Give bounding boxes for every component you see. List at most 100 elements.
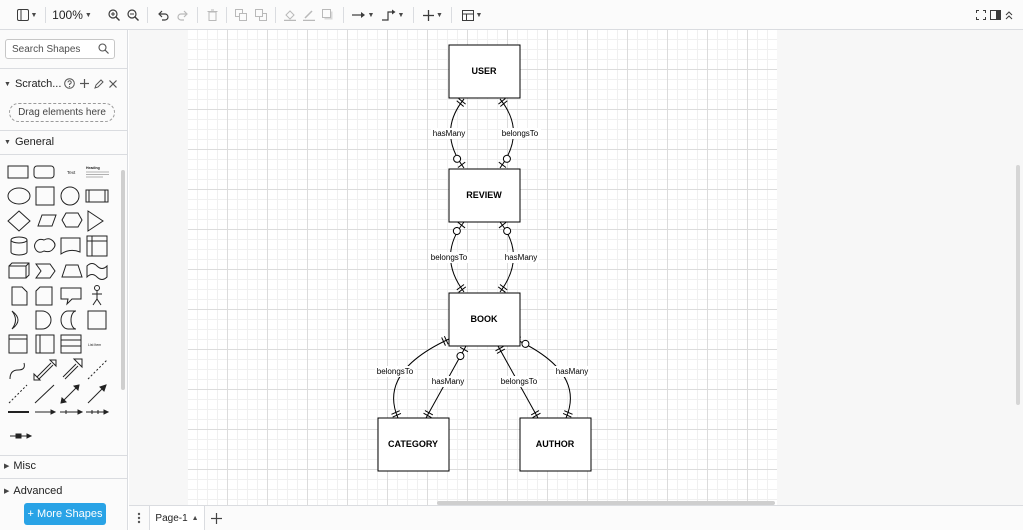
shape-directional-connector[interactable] bbox=[87, 384, 107, 404]
shape-heading[interactable]: Heading bbox=[86, 166, 109, 178]
connection-dropdown[interactable]: ▼ bbox=[350, 5, 376, 25]
shape-parallelogram[interactable] bbox=[37, 214, 57, 227]
shape-bidirectional-connector[interactable] bbox=[60, 384, 80, 404]
add-icon[interactable] bbox=[80, 79, 89, 88]
redo-button[interactable] bbox=[175, 5, 191, 25]
shape-text[interactable]: Text bbox=[67, 170, 76, 175]
edge-label-user-review-right[interactable]: belongsTo bbox=[501, 128, 541, 139]
collapse-toolbar-button[interactable] bbox=[1003, 5, 1015, 25]
sidebar-scrollbar[interactable] bbox=[121, 170, 125, 390]
shape-rectangle[interactable] bbox=[7, 165, 29, 179]
more-shapes-button[interactable]: + More Shapes bbox=[24, 503, 106, 525]
to-back-button[interactable] bbox=[253, 5, 269, 25]
toggle-panel-button[interactable] bbox=[988, 5, 1002, 25]
delete-button[interactable] bbox=[204, 5, 220, 25]
edit-icon[interactable] bbox=[94, 78, 104, 89]
shape-delay[interactable] bbox=[35, 310, 52, 330]
shape-dashed-line[interactable] bbox=[87, 359, 108, 380]
shape-curve[interactable] bbox=[9, 362, 25, 380]
shape-process[interactable] bbox=[85, 189, 109, 203]
help-icon[interactable] bbox=[64, 78, 75, 89]
waypoints-dropdown[interactable]: ▼ bbox=[380, 5, 406, 25]
edge-label-book-author-inner[interactable]: belongsTo bbox=[499, 376, 539, 387]
zoom-in-button[interactable] bbox=[106, 5, 122, 25]
shape-note[interactable] bbox=[11, 286, 28, 306]
shape-dotted-line[interactable] bbox=[8, 384, 28, 404]
chevron-down-icon: ▼ bbox=[367, 11, 375, 19]
misc-section-header[interactable]: ▶ Misc bbox=[4, 460, 36, 472]
canvas-vertical-scrollbar[interactable] bbox=[1016, 165, 1020, 405]
diagram-canvas[interactable]: hasMany belongsTo belongsTo hasMany belo… bbox=[129, 30, 1023, 505]
shape-list[interactable] bbox=[60, 334, 82, 354]
shape-crescent[interactable] bbox=[11, 310, 19, 330]
shape-cloud[interactable] bbox=[34, 238, 56, 253]
fill-color-button[interactable] bbox=[282, 5, 298, 25]
to-front-button[interactable] bbox=[233, 5, 249, 25]
edge-label-review-book-left[interactable]: belongsTo bbox=[429, 252, 469, 263]
edge-label-review-book-left-text: belongsTo bbox=[431, 253, 468, 262]
fullscreen-button[interactable] bbox=[974, 5, 988, 25]
shape-data-storage[interactable] bbox=[60, 310, 77, 330]
edge-label-user-review-left[interactable]: hasMany bbox=[431, 128, 467, 139]
undo-button[interactable] bbox=[155, 5, 171, 25]
entity-user[interactable]: USER bbox=[448, 44, 521, 99]
shape-bidirectional-arrow[interactable] bbox=[33, 359, 57, 381]
canvas-horizontal-scrollbar[interactable] bbox=[437, 501, 775, 505]
shape-internal-storage[interactable] bbox=[86, 235, 108, 257]
shape-hexagon[interactable] bbox=[61, 212, 83, 228]
add-page-icon[interactable] bbox=[211, 513, 222, 524]
entity-category[interactable]: CATEGORY bbox=[377, 417, 450, 472]
shape-tape[interactable] bbox=[86, 263, 108, 280]
zoom-out-button[interactable] bbox=[125, 5, 141, 25]
shape-arrow[interactable] bbox=[62, 358, 83, 380]
fill-color-icon bbox=[284, 10, 296, 21]
misc-title: Misc bbox=[13, 460, 36, 472]
scratchpad-dropzone[interactable]: Drag elements here bbox=[9, 103, 115, 122]
shape-callout[interactable] bbox=[60, 287, 82, 306]
entity-book[interactable]: BOOK bbox=[448, 292, 521, 347]
shape-document[interactable] bbox=[60, 237, 81, 255]
advanced-section-header[interactable]: ▶ Advanced bbox=[4, 485, 62, 497]
shape-swimlane[interactable] bbox=[35, 334, 55, 354]
line-color-button[interactable] bbox=[301, 5, 317, 25]
edge-label-book-category-inner[interactable]: hasMany bbox=[430, 376, 466, 387]
table-dropdown[interactable]: ▼ bbox=[459, 5, 485, 25]
close-icon[interactable] bbox=[109, 79, 117, 88]
shape-container[interactable] bbox=[8, 334, 28, 354]
shape-card[interactable] bbox=[35, 286, 53, 306]
shape-square[interactable] bbox=[35, 186, 55, 206]
shape-association-arrow[interactable] bbox=[86, 409, 110, 415]
shape-cube[interactable] bbox=[8, 262, 30, 279]
shape-cylinder[interactable] bbox=[10, 236, 28, 256]
shape-step[interactable] bbox=[35, 263, 56, 279]
chevron-down-icon: ▼ bbox=[397, 11, 405, 19]
search-shapes-input[interactable] bbox=[6, 40, 98, 58]
shape-list-item[interactable]: List Item bbox=[88, 343, 101, 347]
shape-relation-arrow[interactable] bbox=[60, 409, 84, 415]
shape-line[interactable] bbox=[34, 384, 55, 404]
shadow-button[interactable] bbox=[320, 5, 336, 25]
scratchpad-header[interactable]: ▼ Scratch... bbox=[4, 78, 61, 90]
entity-author[interactable]: AUTHOR bbox=[519, 417, 592, 472]
edge-label-book-category-outer[interactable]: belongsTo bbox=[375, 366, 415, 377]
shape-actor[interactable] bbox=[92, 285, 102, 306]
insert-dropdown[interactable]: ▼ bbox=[421, 5, 445, 25]
shape-triangle[interactable] bbox=[87, 210, 104, 232]
format-panel-button[interactable]: ▼ bbox=[14, 5, 40, 25]
entity-review[interactable]: REVIEW bbox=[448, 168, 521, 223]
shape-square-2[interactable] bbox=[87, 310, 107, 330]
zoom-dropdown[interactable]: 100% ▼ bbox=[51, 5, 93, 25]
shape-connector-with-label[interactable] bbox=[10, 433, 33, 439]
general-section-header[interactable]: ▼ General bbox=[4, 136, 54, 148]
shape-ellipse[interactable] bbox=[7, 187, 31, 205]
page-tab-current[interactable]: Page-1 ▲ bbox=[149, 506, 205, 530]
shape-circle[interactable] bbox=[60, 186, 80, 206]
search-icon[interactable] bbox=[98, 43, 109, 54]
edge-label-review-book-right[interactable]: hasMany bbox=[503, 252, 539, 263]
shape-diamond[interactable] bbox=[7, 210, 31, 232]
shape-link-arrow[interactable] bbox=[35, 409, 57, 415]
shape-rounded-rectangle[interactable] bbox=[33, 165, 55, 179]
shape-trapezoid[interactable] bbox=[61, 264, 83, 278]
pages-menu-icon[interactable] bbox=[137, 512, 141, 524]
edge-label-book-author-outer[interactable]: hasMany bbox=[554, 366, 590, 377]
